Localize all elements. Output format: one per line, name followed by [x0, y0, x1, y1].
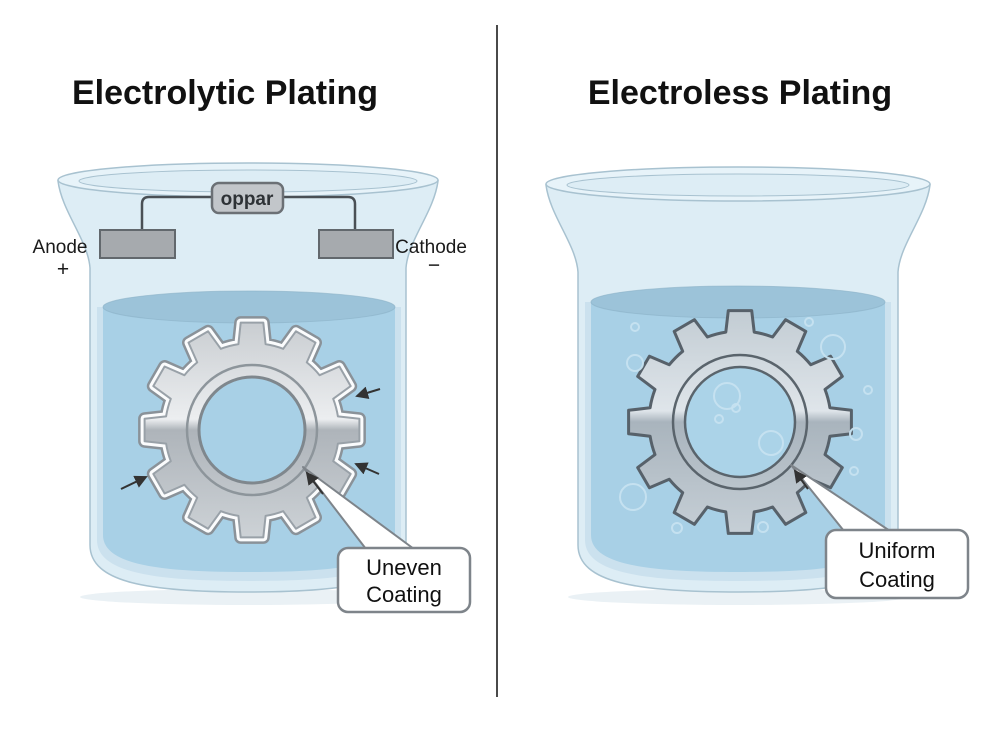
- bubble: [731, 403, 741, 413]
- callout-uniform-line2: Coating: [859, 567, 935, 592]
- bubble: [849, 427, 863, 441]
- bubble: [671, 522, 683, 534]
- left-panel: Electrolytic Plating oppar Anode + Catho…: [33, 74, 472, 614]
- cathode-electrode: [318, 229, 394, 259]
- bubble: [757, 521, 769, 533]
- callout-uneven-line1: Uneven: [366, 555, 442, 580]
- left-panel-title: Electrolytic Plating: [72, 74, 378, 112]
- bubbles: [619, 317, 873, 534]
- callout-uniform-coating: Uniform Coating: [790, 464, 970, 600]
- beaker-shadow: [568, 589, 908, 605]
- bubble: [804, 317, 814, 327]
- beaker-shadow: [80, 589, 416, 605]
- anode-electrode: [99, 229, 176, 259]
- bubble: [758, 430, 784, 456]
- callout-uneven-line2: Coating: [366, 582, 442, 607]
- gear-left-bore: [197, 375, 307, 485]
- wire-left: [140, 195, 212, 230]
- bubble: [713, 382, 741, 410]
- gear-left-hub-ring: [185, 363, 319, 497]
- gear-right-bore: [683, 365, 797, 479]
- gear-left: [138, 316, 366, 544]
- gear-right-hub-ring: [671, 353, 809, 491]
- right-panel: Electroless Plating: [545, 74, 970, 605]
- bubble: [626, 354, 644, 372]
- anode-label: Anode: [33, 237, 88, 258]
- power-supply-box: [210, 181, 285, 215]
- deposition-arrow-icon: [355, 386, 381, 400]
- callout-tip-arrow-icon: [305, 471, 324, 495]
- bubble: [849, 466, 859, 476]
- anode-plus-sign: +: [57, 258, 69, 281]
- callout-uneven-coating: Uneven Coating: [302, 466, 472, 614]
- wire-right: [283, 195, 357, 230]
- deposition-arrow-icon: [354, 462, 380, 475]
- bubble: [863, 385, 873, 395]
- callout-tip-arrow-icon: [793, 469, 809, 490]
- bubble: [630, 322, 640, 332]
- right-panel-title: Electroless Plating: [588, 74, 892, 112]
- cathode-label: Cathode: [395, 237, 467, 258]
- callout-uniform-line1: Uniform: [858, 538, 935, 563]
- callout-box: [824, 528, 970, 600]
- bubble: [619, 483, 647, 511]
- bubble: [820, 334, 846, 360]
- power-supply-label: oppar: [221, 189, 274, 210]
- deposition-arrow-icon: [120, 475, 148, 490]
- callout-box: [336, 546, 472, 614]
- bubble: [714, 414, 724, 424]
- cathode-minus-sign: −: [428, 254, 440, 277]
- beaker-rim-inner: [566, 173, 910, 197]
